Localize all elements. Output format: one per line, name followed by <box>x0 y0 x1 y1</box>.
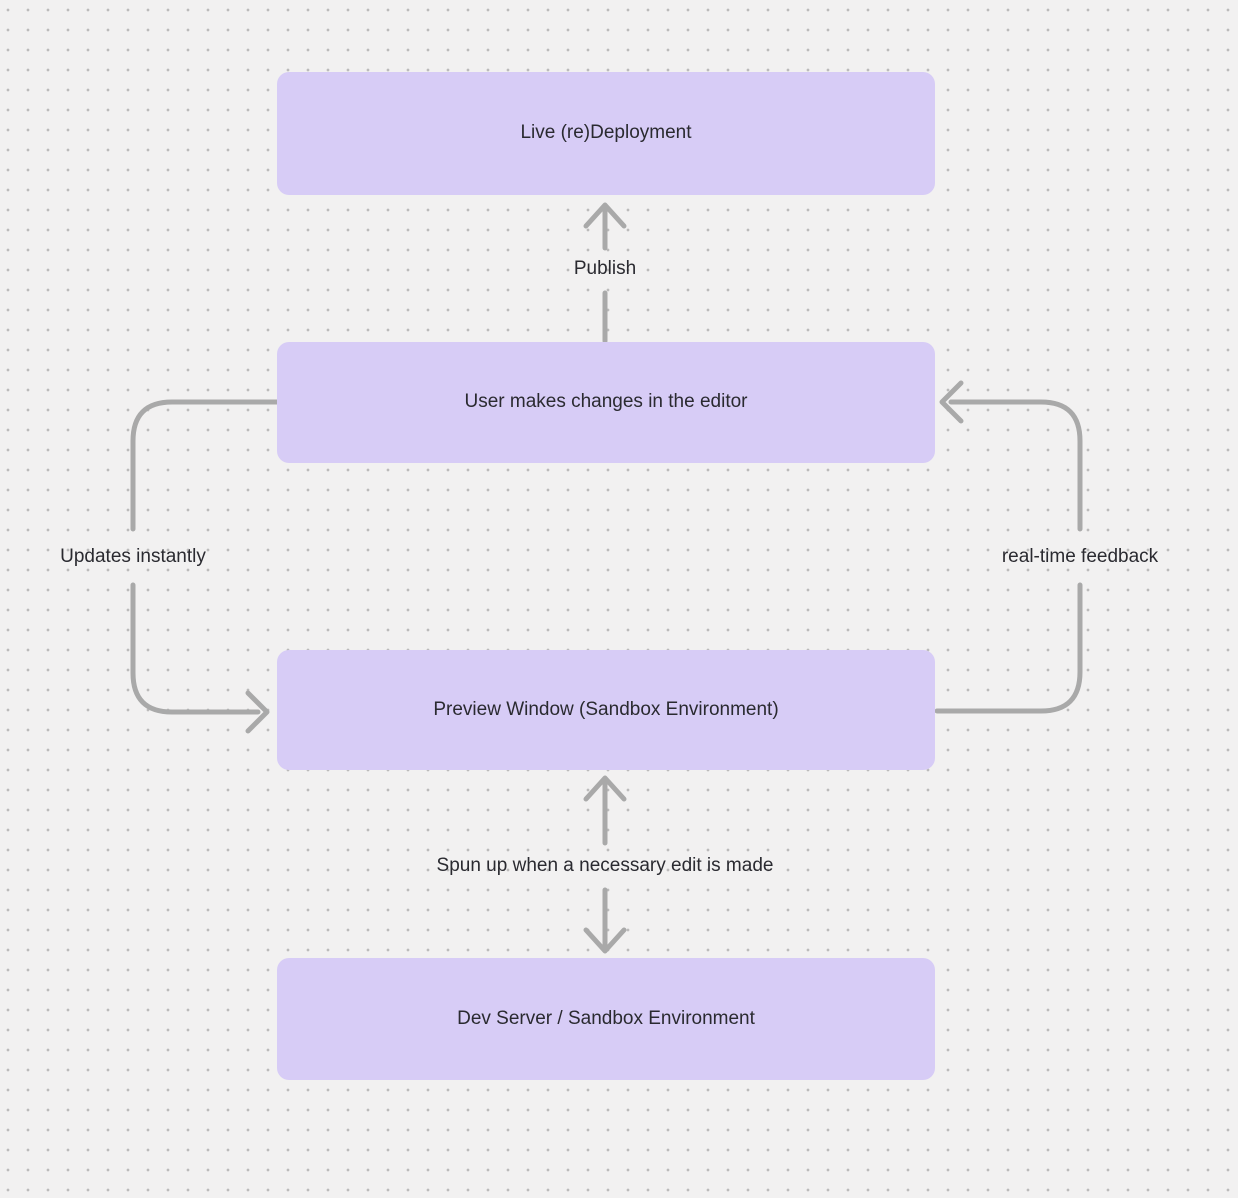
feedback-segment-top <box>948 399 1083 532</box>
updates-segment-top <box>130 399 280 532</box>
node-preview-window-label: Preview Window (Sandbox Environment) <box>433 698 779 720</box>
node-dev-server: Dev Server / Sandbox Environment <box>277 958 935 1080</box>
edge-label-updates-instantly: Updates instantly <box>60 546 206 567</box>
updates-segment-bottom <box>130 582 261 715</box>
edge-label-publish: Publish <box>573 258 637 279</box>
spunup-arrowhead-down-icon <box>583 927 627 954</box>
feedback-segment-bottom <box>934 582 1083 714</box>
edge-label-realtime-feedback: real-time feedback <box>1001 546 1159 567</box>
node-dev-server-label: Dev Server / Sandbox Environment <box>457 1007 755 1029</box>
publish-arrowhead-up-icon <box>583 202 627 229</box>
node-user-changes: User makes changes in the editor <box>277 342 935 463</box>
edge-label-spun-up: Spun up when a necessary edit is made <box>436 855 774 876</box>
node-live-redeployment-label: Live (re)Deployment <box>520 122 692 144</box>
node-user-changes-label: User makes changes in the editor <box>464 391 748 413</box>
node-preview-window: Preview Window (Sandbox Environment) <box>277 650 935 770</box>
spunup-arrowhead-up-icon <box>583 775 627 802</box>
node-live-redeployment: Live (re)Deployment <box>277 72 935 195</box>
updates-arrowhead-right-icon <box>245 690 270 734</box>
feedback-arrowhead-left-icon <box>939 380 964 424</box>
